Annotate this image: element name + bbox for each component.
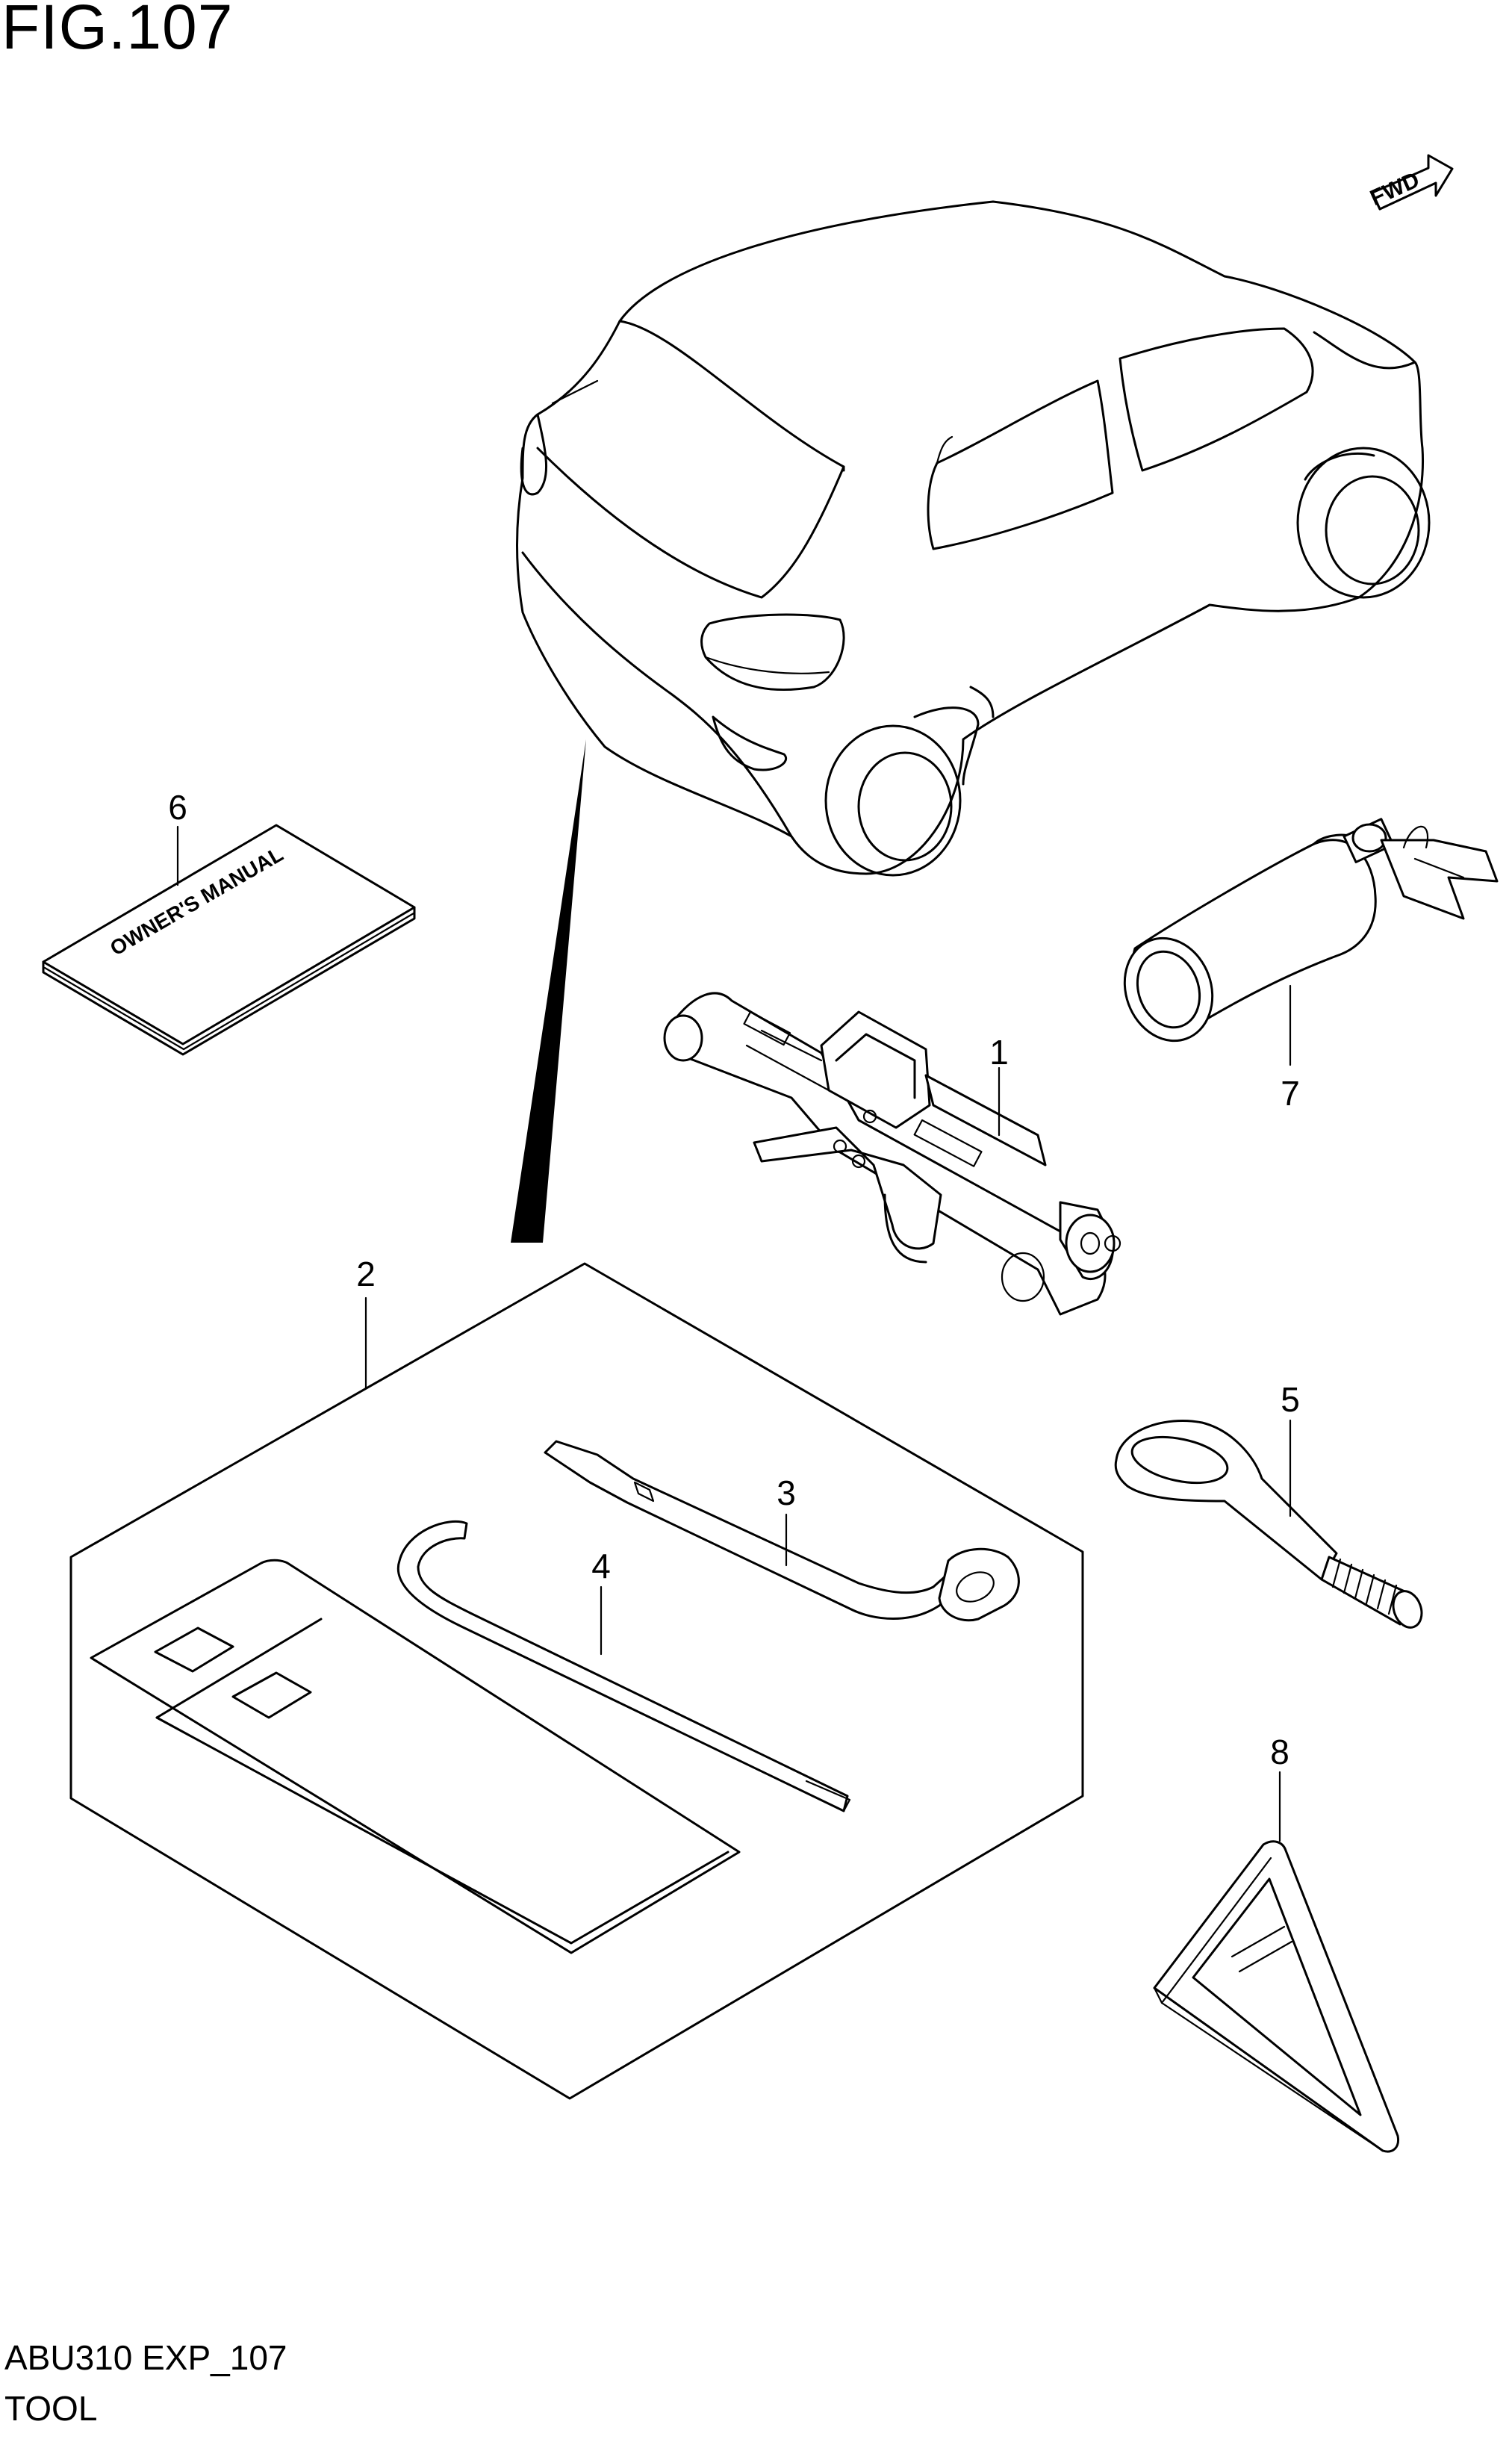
scissor-jack-icon (663, 992, 1121, 1316)
owners-manual-icon: OWNER'S MANUAL (42, 824, 416, 1056)
callout-number-1: 1 (989, 1033, 1009, 1072)
fire-extinguisher-icon (1123, 818, 1499, 1043)
callout-number-3: 3 (777, 1473, 796, 1512)
wheel-wrench-icon (544, 1440, 1020, 1622)
towing-eye-hook-icon (1114, 1419, 1423, 1629)
callout-number-8: 8 (1270, 1733, 1289, 1771)
callout-number-4: 4 (591, 1547, 611, 1585)
figure-name: TOOL (4, 2389, 98, 2428)
vehicle-to-bag-pointer (511, 739, 586, 1243)
warning-triangle-icon (1153, 1840, 1400, 2153)
figure-code: ABU310 EXP_107 (4, 2338, 287, 2377)
callout-number-5: 5 (1281, 1380, 1300, 1419)
jack-handle-icon (396, 1520, 851, 1812)
fwd-arrow-icon: FWD (1366, 154, 1454, 211)
callout-number-6: 6 (168, 788, 187, 827)
figure-title: FIG.107 (1, 0, 234, 62)
vehicle-icon (516, 200, 1431, 877)
callout-number-2: 2 (356, 1255, 376, 1293)
tool-bag-icon (69, 1262, 1084, 2100)
fwd-label: FWD (1366, 167, 1423, 211)
callout-number-7: 7 (1281, 1074, 1300, 1113)
